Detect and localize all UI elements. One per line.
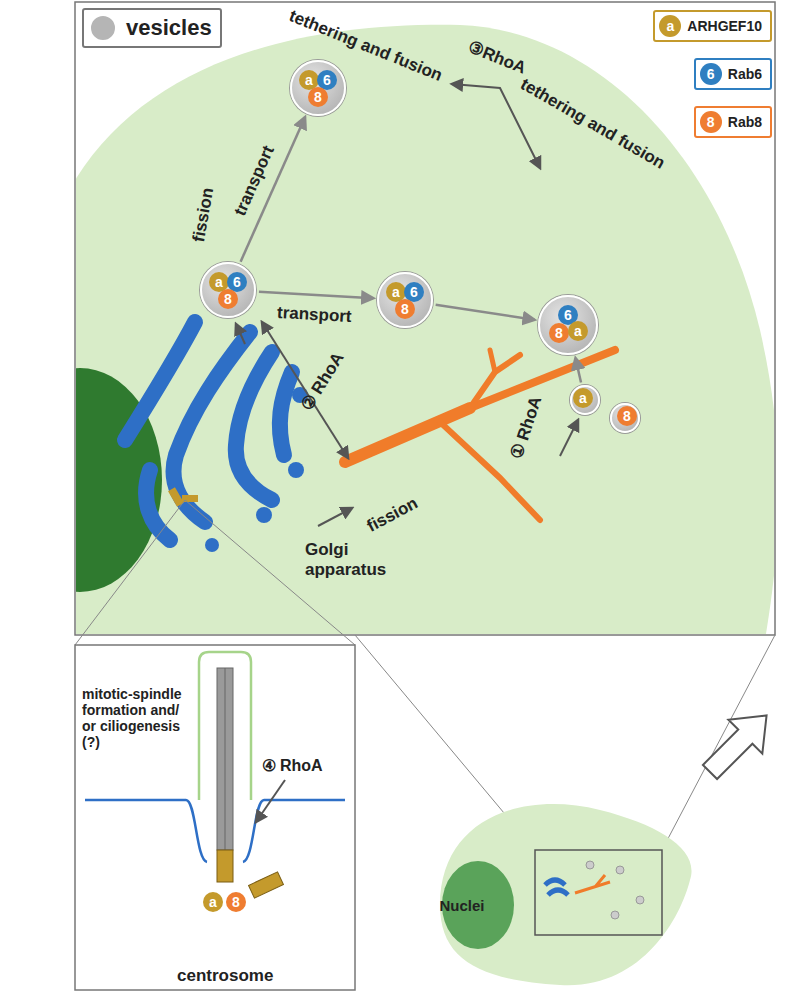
centrosome-small — [168, 487, 198, 507]
legend-text: ARHGEF10 — [687, 18, 762, 34]
text-label: ④ RhoA — [262, 757, 323, 775]
transport-arrow — [436, 305, 535, 320]
protein-badge: a — [203, 892, 223, 912]
bleb — [256, 507, 272, 523]
zoom-box — [535, 850, 662, 935]
fission-arrow — [318, 508, 352, 526]
badge-letter: 8 — [700, 111, 722, 133]
legend-swatch: 6 — [700, 63, 722, 85]
badge-letter: 6 — [700, 63, 722, 85]
transport-arrow — [576, 358, 582, 382]
vesicle-sample — [90, 15, 116, 41]
badge-letter: a — [659, 15, 681, 37]
fission-arrow — [236, 324, 245, 344]
axoneme-line — [225, 668, 226, 850]
legend-swatch: a — [659, 15, 681, 37]
vesicle-dot — [636, 896, 644, 904]
protein-badge: 8 — [218, 289, 238, 309]
legend-text: Rab6 — [728, 66, 762, 82]
protein-badge: a — [573, 388, 593, 408]
golgi-blebs — [205, 387, 308, 552]
protein-badge: a — [568, 321, 588, 341]
small-golgi — [545, 880, 568, 895]
text-label: Golgi apparatus — [305, 540, 400, 579]
vesicle-dot — [586, 861, 594, 869]
vesicle: a68 — [290, 60, 346, 116]
vesicle: a — [570, 385, 600, 415]
protein-badge: 8 — [308, 87, 328, 107]
vesicle: 8 — [610, 403, 640, 433]
rhoa-arrow — [256, 780, 285, 822]
legend-item: 8 Rab8 — [694, 106, 772, 138]
main-frame — [75, 2, 775, 635]
text-label: Nuclei — [440, 897, 485, 914]
cell-membrane — [85, 800, 345, 862]
cisterna — [236, 352, 272, 500]
vesicle-icon — [88, 13, 118, 43]
basal-body — [217, 850, 233, 882]
text-label: mitotic-spindle formation and/ or ciliog… — [82, 686, 194, 750]
transport-arrow — [259, 292, 373, 298]
rhoa-arrow — [560, 420, 578, 456]
cell-body — [76, 25, 774, 634]
small-tubule — [575, 875, 610, 893]
small-vesicles — [586, 861, 644, 919]
legend-text: Rab8 — [728, 114, 762, 130]
axoneme — [217, 668, 233, 850]
cisterna — [146, 470, 170, 540]
golgi — [125, 322, 292, 540]
bleb — [288, 462, 304, 478]
legend-item: a ARHGEF10 — [653, 10, 772, 42]
rhoa-arrow — [262, 322, 348, 458]
inset-frame — [75, 645, 355, 990]
vesicle-dot — [616, 866, 624, 874]
protein-badge: 8 — [617, 406, 637, 426]
vesicle-dot — [611, 911, 619, 919]
legend-text: vesicles — [126, 15, 212, 40]
legend-swatch: 8 — [700, 111, 722, 133]
text-label: centrosome — [177, 966, 273, 986]
legend-item: vesicles — [82, 8, 222, 48]
arrows — [236, 84, 578, 526]
daughter-centriole — [249, 872, 284, 898]
tubule-branch — [490, 350, 495, 372]
small-cell — [440, 804, 692, 985]
zoom-arrow — [693, 698, 784, 789]
protein-badge: 8 — [549, 323, 569, 343]
vesicle: a68 — [377, 272, 433, 328]
protein-badge: 8 — [226, 892, 246, 912]
zoom-line — [75, 500, 185, 645]
legend-item: 6 Rab6 — [694, 58, 772, 90]
vesicle: 68a — [538, 295, 598, 355]
bleb — [205, 538, 219, 552]
vesicle: a68 — [200, 262, 256, 318]
edge-label: transport — [277, 303, 353, 327]
protein-badge: 8 — [395, 299, 415, 319]
tubule — [345, 350, 615, 520]
cell-view — [76, 25, 774, 634]
cisterna — [280, 372, 292, 455]
